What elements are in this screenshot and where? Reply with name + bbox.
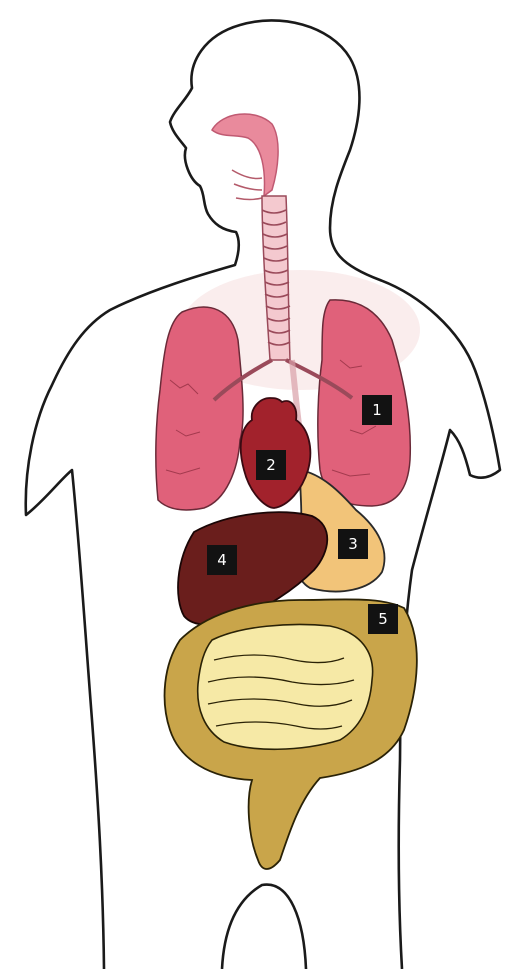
label-heart: 2 [256,450,286,480]
label-lungs: 1 [362,395,392,425]
mouth-lines [232,170,262,200]
label-stomach: 3 [338,529,368,559]
label-liver: 4 [207,545,237,575]
nasal-cavity [212,114,278,196]
label-intestines: 5 [368,604,398,634]
left-lung [156,307,243,510]
crotch-line [222,885,306,969]
small-intestine [198,625,373,750]
